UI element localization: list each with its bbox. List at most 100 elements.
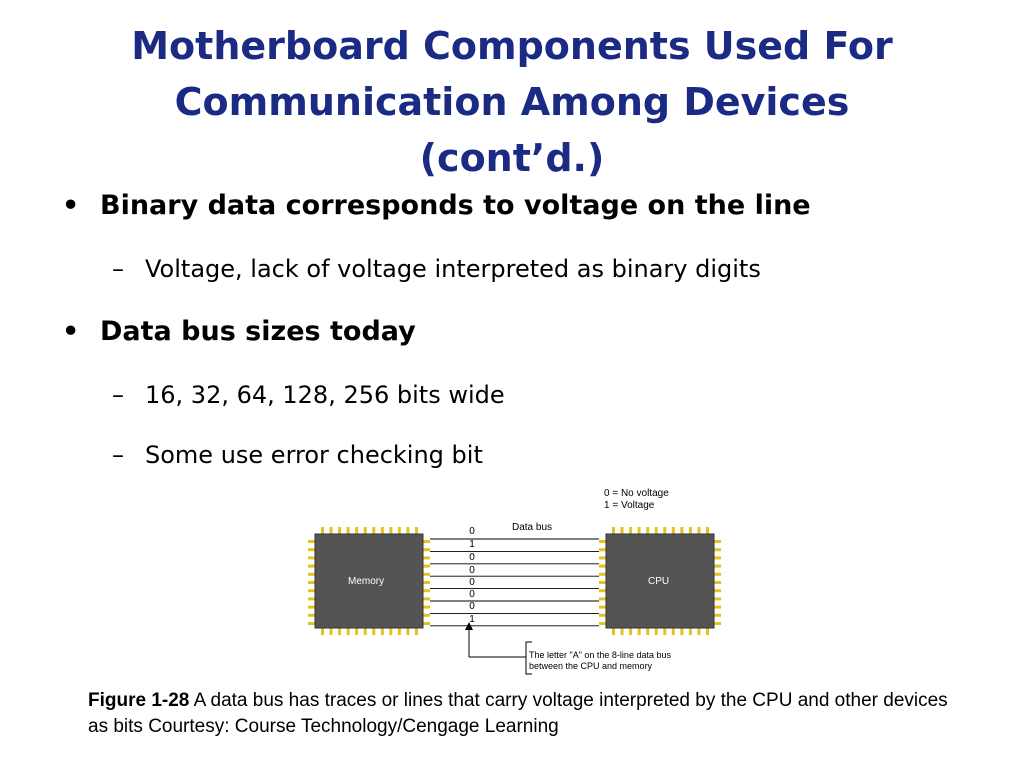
chip-pin	[308, 613, 315, 617]
chip-pin	[308, 597, 315, 601]
chip-pin	[423, 556, 430, 560]
chip-pin	[680, 628, 684, 635]
chip-pin	[423, 581, 430, 584]
callout-arrow-head	[465, 622, 473, 630]
figure-callout: The letter "A" on the 8-line data bus be…	[529, 650, 671, 672]
chip-pin	[706, 628, 709, 635]
sub-bullet-dash: –	[112, 441, 124, 469]
title-line-3: (cont’d.)	[419, 136, 605, 180]
bus-lines	[430, 538, 599, 627]
chip-pin	[389, 628, 393, 635]
chip-pin	[714, 581, 721, 584]
chip-pin	[599, 589, 606, 593]
chip-pin	[599, 540, 606, 543]
chip-pin	[423, 605, 430, 609]
chip-pin	[321, 628, 324, 635]
bit-label: 0	[469, 565, 475, 576]
bit-label: 0	[469, 589, 475, 600]
memory-label: Memory	[348, 576, 385, 587]
chip-pin	[599, 597, 606, 601]
chip-pin	[599, 556, 606, 560]
bullet-list: • Binary data corresponds to voltage on …	[62, 190, 811, 469]
chip-pin	[308, 589, 315, 593]
chip-pin	[599, 548, 606, 552]
cpu-label: CPU	[648, 576, 670, 587]
chip-pin	[423, 540, 430, 543]
caption-text: A data bus has traces or lines that carr…	[88, 690, 948, 737]
bullet-text: Binary data corresponds to voltage on th…	[100, 190, 811, 221]
chip-pin	[423, 622, 430, 625]
chip-pin	[423, 572, 430, 576]
title-line-1: Motherboard Components Used For	[131, 24, 893, 68]
chip-pin	[612, 628, 615, 635]
chip-pin	[629, 527, 633, 534]
chip-pin	[346, 628, 350, 635]
chip-pin	[423, 597, 430, 601]
chip-pin	[714, 597, 721, 601]
chip-pin	[599, 564, 606, 568]
bit-label: 0	[469, 601, 475, 612]
chip-pin	[308, 564, 315, 568]
callout-bracket	[525, 641, 532, 675]
chip-pin	[415, 527, 418, 534]
chip-pin	[714, 589, 721, 593]
bullet-text: Data bus sizes today	[100, 316, 416, 347]
data-bus-label: Data bus	[512, 522, 553, 533]
chip-pin	[363, 527, 367, 534]
bullet-dot: •	[62, 316, 80, 347]
chip-pin	[372, 628, 376, 635]
chip-pin	[663, 628, 667, 635]
chip-pin	[423, 548, 430, 552]
chip-pin	[308, 622, 315, 625]
chip-pin	[599, 605, 606, 609]
chip-pin	[714, 572, 721, 576]
chip-pin	[671, 628, 675, 635]
legend-line-no-voltage: 0 = No voltage	[604, 488, 669, 499]
chip-pin	[688, 628, 692, 635]
chip-pin	[714, 540, 721, 543]
chip-pin	[637, 527, 641, 534]
chip-pin	[599, 622, 606, 625]
chip-pin	[389, 527, 393, 534]
chip-pin	[599, 581, 606, 584]
chip-pin	[308, 548, 315, 552]
data-bus-figure: 0 = No voltage 1 = Voltage Data bus Memo…	[300, 482, 740, 682]
sub-bullet-dash: –	[112, 381, 124, 409]
bullet-dot: •	[62, 190, 80, 221]
chip-pin	[355, 527, 359, 534]
chip-pin	[714, 613, 721, 617]
chip-pin	[423, 613, 430, 617]
chip-pin	[714, 605, 721, 609]
chip-pin	[329, 628, 333, 635]
chip-pin	[415, 628, 418, 635]
chip-pin	[637, 628, 641, 635]
chip-pin	[671, 527, 675, 534]
chip-pin	[363, 628, 367, 635]
chip-pin	[308, 581, 315, 584]
chip-pin	[308, 572, 315, 576]
chip-pin	[714, 556, 721, 560]
chip-pin	[406, 628, 410, 635]
chip-pin	[308, 540, 315, 543]
chip-pin	[321, 527, 324, 534]
chip-pin	[346, 527, 350, 534]
chip-pin	[646, 628, 650, 635]
chip-pin	[338, 628, 342, 635]
cpu-chip	[605, 533, 715, 629]
chip-pin	[697, 527, 701, 534]
chip-pin	[423, 564, 430, 568]
chip-pin	[406, 527, 410, 534]
chip-pin	[714, 622, 721, 625]
chip-pin	[688, 527, 692, 534]
callout-line-2: between the CPU and memory	[529, 661, 653, 671]
memory-chip	[314, 533, 424, 629]
legend-line-voltage: 1 = Voltage	[604, 500, 655, 511]
bit-label: 0	[469, 526, 475, 537]
bit-label: 1	[469, 539, 475, 550]
sub-bullet-dash: –	[112, 255, 124, 283]
chip-pin	[380, 628, 384, 635]
data-bus-diagram	[308, 527, 721, 675]
bit-label: 0	[469, 552, 475, 563]
chip-pin	[599, 613, 606, 617]
chip-pin	[654, 628, 658, 635]
